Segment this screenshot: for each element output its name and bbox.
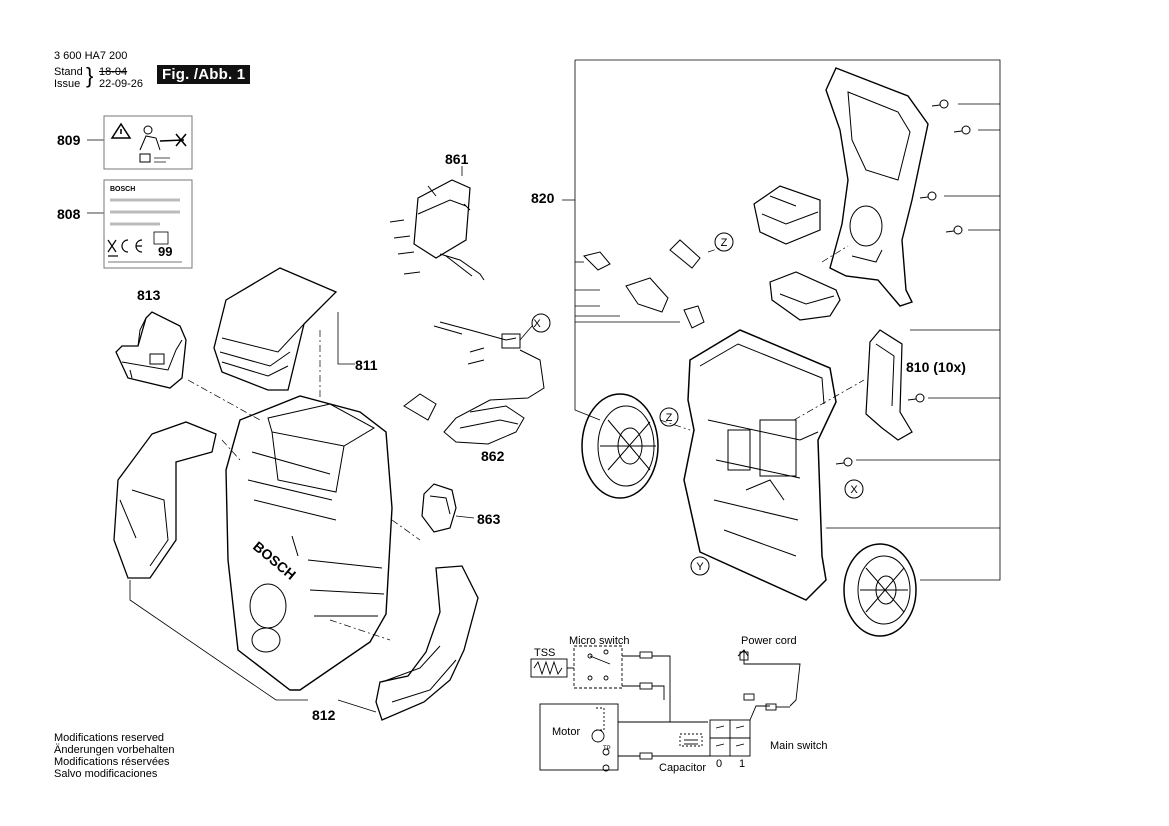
housing-brand-text: BOSCH [250,538,299,583]
hose-holder-upper [753,185,821,245]
wiring-main-switch-label: Main switch [770,740,828,752]
part-861-connector [389,166,485,281]
date-brace: } [86,63,94,88]
wheel-left [581,393,659,499]
part-808-label: 808 [57,206,81,222]
marker-x-frame [844,479,864,499]
marker-z-upper [714,232,734,252]
leader-811 [337,312,355,365]
part-863-knob [421,483,475,533]
wiring-diagram [530,645,801,772]
part-812-label: 812 [312,707,336,723]
stand-label: Stand [54,66,83,78]
modifications-fr: Modifications réservées [54,756,170,768]
part-809-warning-label [87,115,193,170]
modifications-notice: Modifications reserved Änderungen vorbeh… [54,732,174,780]
part-820-label: 820 [531,190,555,206]
marker-y-frame-label: Y [696,561,704,573]
issue-label: Issue [54,78,81,90]
part-862-label: 862 [481,448,505,464]
part-810-label: 810 (10x) [906,359,966,375]
modifications-de: Änderungen vorbehalten [54,744,175,756]
marker-z-wheel-label: Z [666,412,673,424]
wiring-capacitor-label: Capacitor [659,762,707,774]
wiring-pos-0-label: 0 [716,758,723,770]
wheel-right [843,543,917,637]
wiring-power-cord-label: Power cord [741,635,797,647]
modifications-es: Salvo modificaciones [54,768,158,780]
part-861-label: 861 [445,151,469,167]
main-housing-body [225,395,393,691]
marker-x-cord-label: X [533,318,541,330]
chassis-frame [683,329,837,601]
wiring-pos-1-label: 1 [739,758,746,770]
label-808-number: 99 [158,244,172,259]
marker-x-frame-label: X [850,484,858,496]
figure-label: Fig. /Abb. 1 [157,65,251,84]
modifications-en: Modifications reserved [54,732,165,744]
part-810-clip [826,329,1000,529]
drawing-text: BOSCH 99 BOSCH X Z Z X Y TP [110,186,858,752]
hose-holder-lower [769,271,841,321]
part-812-left-panel [113,421,217,579]
part-812-front-panel [375,565,479,721]
trigger-parts [575,239,705,329]
assembly-lines [187,330,421,641]
wiring-tss-label: TSS [534,647,556,659]
marker-z-upper-label: Z [721,237,728,249]
wiring-motor-label: Motor [552,726,581,738]
part-863-label: 863 [477,511,501,527]
leader-812-left [129,580,308,701]
marker-x-cord [531,313,551,333]
frame-outline-820 [575,59,1001,581]
handle-assembly [825,67,1000,307]
marker-z-wheel [659,407,679,427]
part-811-label: 811 [355,357,378,373]
part-808-rating-label [87,179,193,269]
part-862-power-cord [403,321,545,445]
old-date: 18-04 [99,66,128,78]
part-809-label: 809 [57,132,81,148]
part-813-side-panel [115,311,187,389]
wiring-tp-label: TP [603,746,611,752]
new-date: 22-09-26 [99,78,144,90]
marker-y-frame [690,556,710,576]
leader-820 [562,60,576,201]
doc-number: 3 600 HA7 200 [54,50,128,62]
part-813-label: 813 [137,287,161,303]
wiring-micro-switch-label: Micro switch [569,635,630,647]
part-811-top-cover [213,267,338,391]
label-808-brand: BOSCH [110,186,135,193]
leader-812-right [337,699,377,713]
leader-820-lower [574,200,601,421]
